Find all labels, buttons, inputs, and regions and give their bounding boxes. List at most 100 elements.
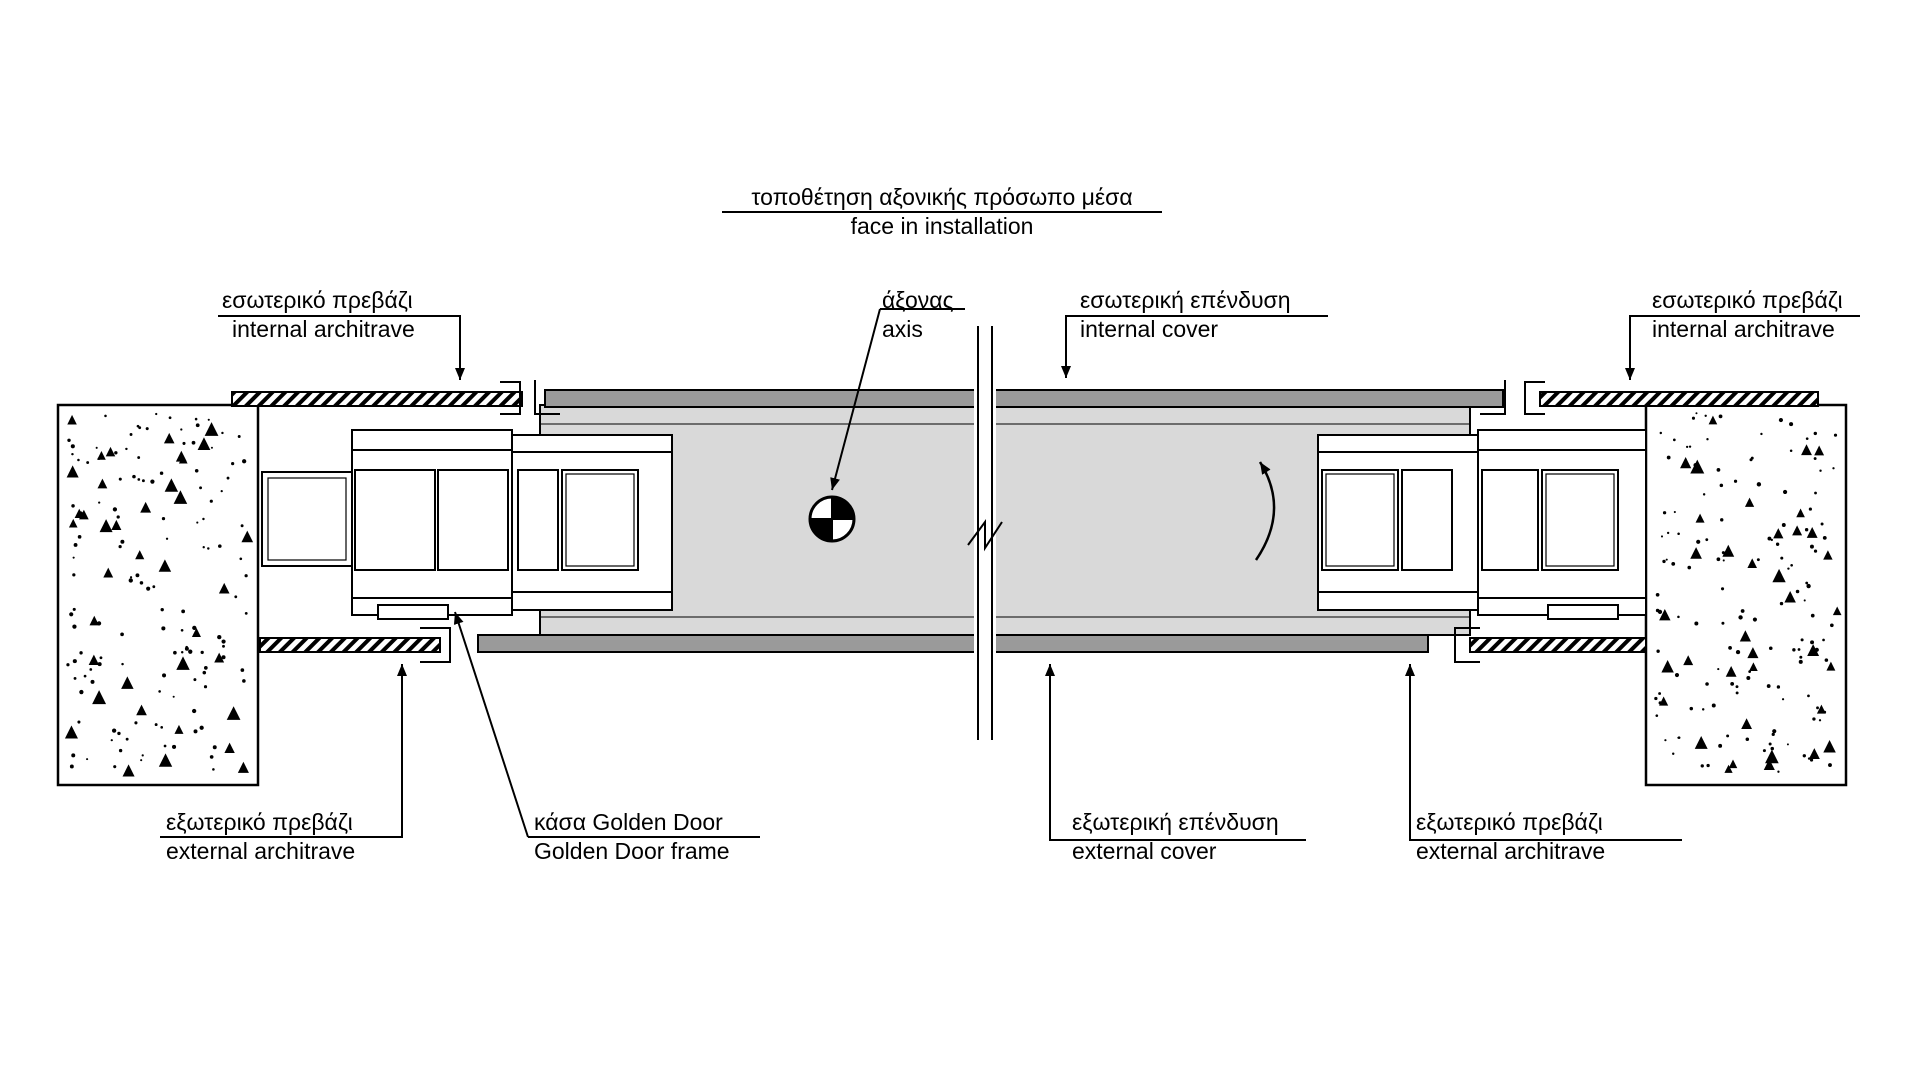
aggregate-speck xyxy=(1781,698,1785,701)
aggregate-speck xyxy=(1690,547,1702,559)
aggregate-speck xyxy=(1674,672,1680,678)
aggregate-speck xyxy=(67,438,71,443)
aggregate-speck xyxy=(1740,609,1745,613)
aggregate-speck xyxy=(111,728,117,733)
aggregate-speck xyxy=(1816,706,1819,710)
aggregate-speck xyxy=(1779,601,1784,606)
aggregate-speck xyxy=(1655,714,1659,717)
aggregate-speck xyxy=(181,609,186,614)
label-axis: άξονας axis xyxy=(882,286,954,344)
aggregate-speck xyxy=(1772,568,1786,583)
aggregate-speck xyxy=(1656,649,1660,653)
aggregate-speck xyxy=(173,650,177,655)
aggregate-speck xyxy=(69,764,74,769)
aggregate-speck xyxy=(203,685,208,689)
aggregate-speck xyxy=(1655,592,1660,597)
label-en: external architrave xyxy=(166,838,356,864)
aggregate-speck xyxy=(1770,538,1773,542)
aggregate-speck xyxy=(1738,615,1743,620)
aggregate-speck xyxy=(202,546,205,549)
label-en: internal cover xyxy=(1080,316,1219,342)
aggregate-speck xyxy=(1702,493,1706,496)
aggregate-speck xyxy=(173,490,188,504)
break-line xyxy=(967,326,1003,740)
aggregate-speck xyxy=(199,725,204,730)
aggregate-speck xyxy=(160,607,164,612)
aggregate-speck xyxy=(1812,717,1816,721)
aggregate-speck xyxy=(1744,497,1755,507)
aggregate-speck xyxy=(1763,758,1775,771)
aggregate-speck xyxy=(202,670,207,675)
aggregate-speck xyxy=(180,428,183,431)
aggregate-speck xyxy=(239,557,243,561)
aggregate-speck xyxy=(1798,659,1803,664)
aggregate-speck xyxy=(1787,567,1790,570)
aggregate-speck xyxy=(244,611,248,615)
aggregate-speck xyxy=(113,765,117,769)
aggregate-speck xyxy=(222,644,225,648)
aggregate-speck xyxy=(224,742,235,754)
aggregate-speck xyxy=(1781,523,1786,527)
aggregate-speck xyxy=(1672,438,1676,442)
aggregate-speck xyxy=(1792,525,1803,536)
aggregate-speck xyxy=(104,414,107,418)
aggregate-speck xyxy=(118,748,123,753)
aggregate-speck xyxy=(207,547,210,550)
internal-architrave-right xyxy=(1480,380,1819,415)
aggregate-speck xyxy=(1654,696,1658,701)
aggregate-speck xyxy=(89,615,100,626)
title-greek: τοποθέτηση αξονικής πρόσωπο μέσα xyxy=(751,184,1133,210)
aggregate-speck xyxy=(90,679,95,684)
aggregate-speck xyxy=(1660,535,1664,538)
external-architrave-left xyxy=(259,627,451,663)
aggregate-speck xyxy=(150,479,155,484)
aggregate-speck xyxy=(209,499,213,503)
aggregate-speck xyxy=(72,659,77,664)
aggregate-speck xyxy=(1789,449,1793,453)
aggregate-speck xyxy=(1808,507,1812,511)
aggregate-speck xyxy=(1720,587,1725,591)
aggregate-speck xyxy=(160,726,164,729)
aggregate-speck xyxy=(1756,558,1760,562)
internal-architrave-left xyxy=(231,380,560,415)
aggregate-speck xyxy=(1659,431,1663,435)
aggregate-speck xyxy=(1796,508,1805,518)
aggregate-speck xyxy=(1813,431,1818,436)
aggregate-speck xyxy=(1666,531,1670,535)
aggregate-speck xyxy=(172,695,175,698)
aggregate-speck xyxy=(1720,518,1724,522)
aggregate-speck xyxy=(1822,638,1825,642)
aggregate-speck xyxy=(1721,551,1725,555)
aggregate-speck xyxy=(180,650,184,654)
aggregate-speck xyxy=(114,451,118,455)
aggregate-speck xyxy=(1756,482,1762,487)
aggregate-speck xyxy=(196,521,199,524)
aggregate-speck xyxy=(97,450,106,460)
right-wall-aggregate xyxy=(1654,412,1842,773)
aggregate-speck xyxy=(1683,655,1694,666)
aggregate-speck xyxy=(1658,692,1662,695)
aggregate-speck xyxy=(137,456,141,459)
aggregate-speck xyxy=(1716,557,1721,562)
right-frame-profile xyxy=(1317,429,1647,620)
label-gr: εξωτερικό πρεβάζι xyxy=(1416,809,1603,835)
label-external-architrave-left: εξωτερικό πρεβάζι external architrave xyxy=(166,808,355,866)
aggregate-speck xyxy=(1795,589,1800,594)
aggregate-speck xyxy=(141,754,144,757)
label-golden-door-frame: κάσα Golden Door Golden Door frame xyxy=(534,808,730,866)
aggregate-speck xyxy=(191,627,201,637)
label-gr: άξονας xyxy=(882,287,954,313)
aggregate-speck xyxy=(70,444,75,449)
aggregate-speck xyxy=(1804,528,1809,532)
leader-lines xyxy=(160,211,1860,841)
aggregate-speck xyxy=(226,476,230,480)
aggregate-speck xyxy=(67,414,77,425)
aggregate-speck xyxy=(98,501,101,504)
aggregate-speck xyxy=(1805,437,1809,441)
aggregate-speck xyxy=(1735,691,1739,695)
aggregate-speck xyxy=(106,571,109,574)
aggregate-speck xyxy=(79,689,84,695)
aggregate-speck xyxy=(1695,412,1698,415)
aggregate-speck xyxy=(1813,549,1818,553)
